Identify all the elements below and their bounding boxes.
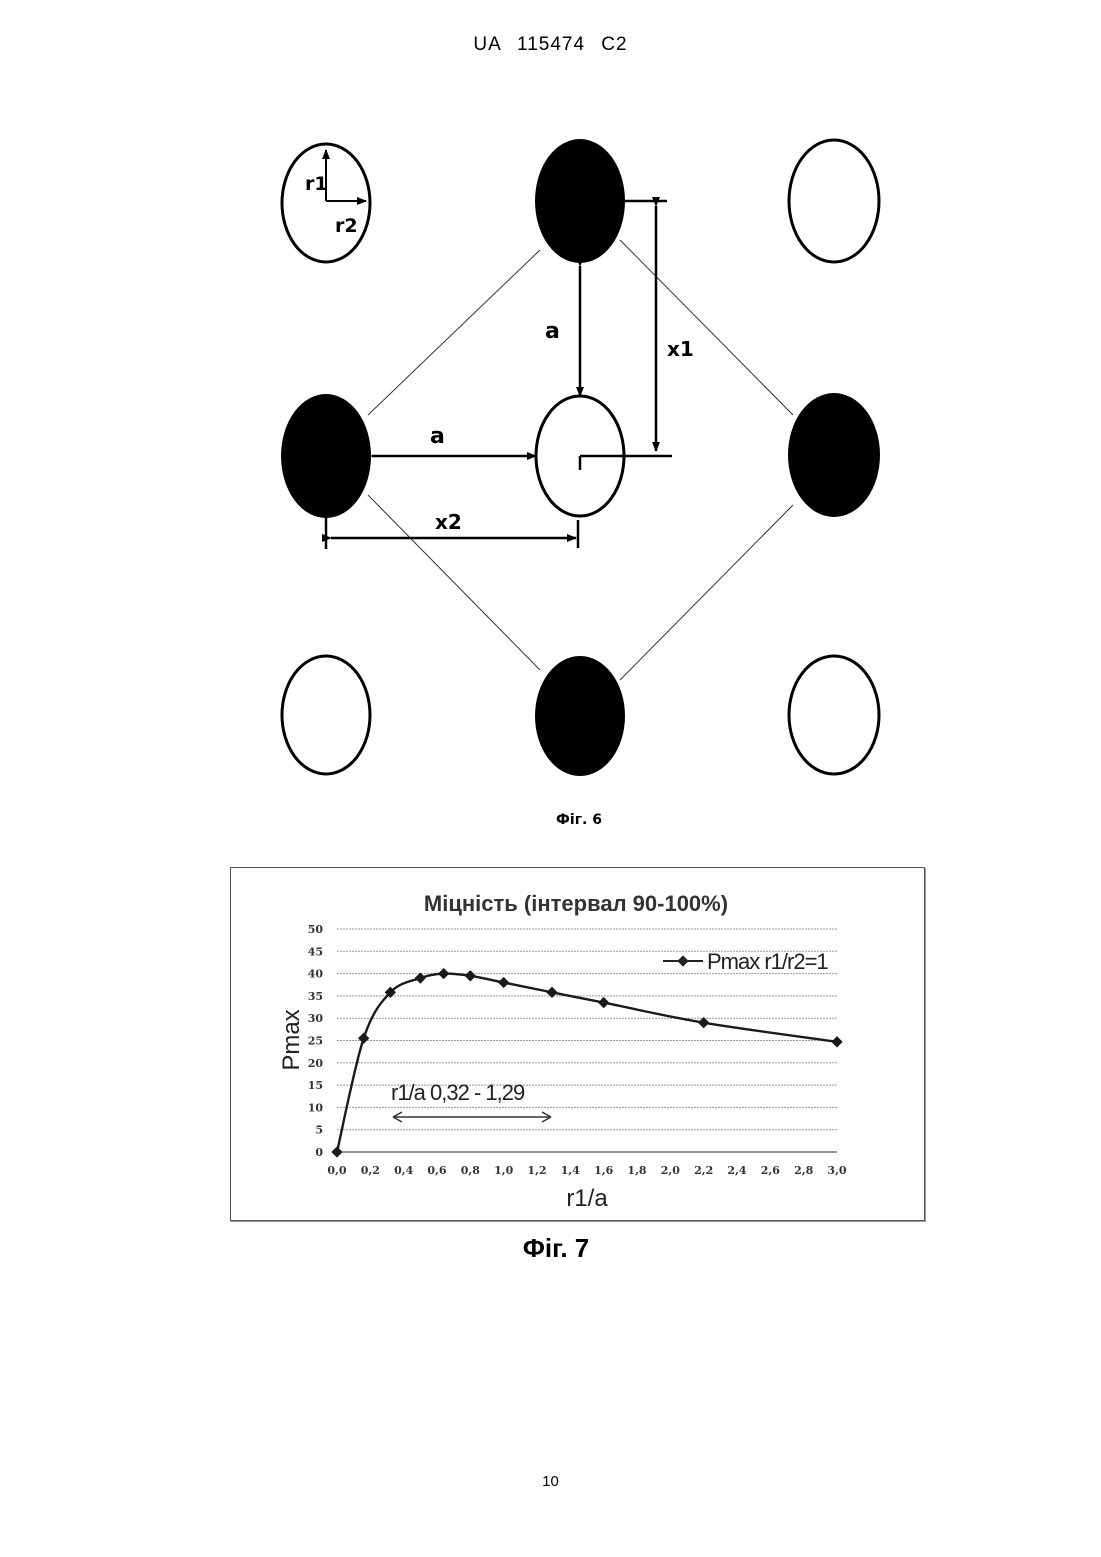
- filled-particle-bottom-center: [535, 656, 625, 776]
- x-tick-label: 1,8: [627, 1164, 646, 1177]
- x-axis-label: r1/a: [566, 1185, 608, 1212]
- y-tick-label: 10: [308, 1101, 324, 1114]
- y-tick-label: 30: [308, 1012, 324, 1025]
- x-tick-label: 0,8: [461, 1164, 480, 1177]
- y-tick-label: 20: [308, 1057, 324, 1070]
- figure-7-chart-frame: Міцність (інтервал 90-100%) 0 5 10 15 20 25 30…: [230, 867, 925, 1221]
- x-tick-label: 2,8: [794, 1164, 813, 1177]
- a-vertical-label: a: [545, 319, 560, 344]
- x-tick-label: 1,6: [594, 1164, 613, 1177]
- range-annotation: r1/a 0,32 - 1,29: [391, 1080, 525, 1105]
- data-point: [698, 1017, 709, 1028]
- y-axis-label: Pmax: [278, 1009, 305, 1070]
- y-tick-label: 25: [308, 1035, 323, 1048]
- data-point: [358, 1033, 369, 1044]
- data-point: [598, 997, 609, 1008]
- y-tick-label: 0: [315, 1146, 323, 1159]
- x-tick-label: 2,0: [661, 1164, 680, 1177]
- y-tick-label: 40: [308, 968, 324, 981]
- chart-title: Міцність (інтервал 90-100%): [424, 891, 728, 916]
- x-tick-label: 1,2: [527, 1164, 546, 1177]
- x-axis-tick-labels: 0,0 0,2 0,4 0,6 0,8 1,0 1,2 1,4 1,6 1,8 2,0 2,2 2,4 2…: [327, 1164, 846, 1177]
- r2-label: r2: [335, 215, 358, 237]
- data-point: [498, 977, 509, 988]
- filled-particle-middle-right: [788, 393, 880, 517]
- figure-6-lattice-diagram: r1 r2 a a x1 x2: [0, 0, 1101, 800]
- figure-6-caption: Фіг. 6: [0, 812, 1101, 828]
- y-tick-label: 50: [308, 923, 324, 936]
- data-point: [438, 968, 449, 979]
- data-point: [415, 972, 426, 983]
- x-tick-label: 0,2: [361, 1164, 380, 1177]
- figure-7-caption: Фіг. 7: [0, 1233, 1101, 1264]
- data-point: [831, 1036, 842, 1047]
- page-number: 10: [0, 1473, 1101, 1490]
- x1-label: x1: [667, 337, 694, 361]
- y-axis-tick-labels: 0 5 10 15 20 25 30 35 40 45 50: [308, 923, 324, 1159]
- x-tick-label: 1,4: [561, 1164, 580, 1177]
- legend-label: Pmax r1/r2=1: [707, 949, 828, 974]
- open-particle-bottom-right: [789, 656, 879, 774]
- x-tick-label: 0,6: [427, 1164, 446, 1177]
- data-point: [331, 1146, 342, 1157]
- x-tick-label: 2,2: [694, 1164, 713, 1177]
- x2-label: x2: [435, 510, 462, 534]
- data-point: [465, 970, 476, 981]
- x-tick-label: 2,4: [727, 1164, 746, 1177]
- y-tick-label: 35: [308, 990, 323, 1003]
- open-particle-top-right: [789, 140, 879, 262]
- x-tick-label: 0,4: [394, 1164, 413, 1177]
- r1-label: r1: [305, 173, 328, 195]
- y-tick-label: 45: [308, 945, 323, 958]
- x-tick-label: 2,6: [761, 1164, 780, 1177]
- filled-particle-middle-left: [281, 394, 371, 518]
- a-horizontal-label: a: [430, 424, 445, 449]
- y-tick-label: 15: [308, 1079, 323, 1092]
- legend: Pmax r1/r2=1: [663, 949, 828, 974]
- filled-particle-top-center: [535, 139, 625, 263]
- open-particle-bottom-left: [282, 656, 370, 774]
- x-tick-label: 0,0: [327, 1164, 346, 1177]
- x-tick-label: 1,0: [494, 1164, 513, 1177]
- legend-point-marker: [677, 955, 688, 966]
- x-tick-label: 3,0: [827, 1164, 846, 1177]
- y-tick-label: 5: [315, 1124, 323, 1137]
- figure-7-line-chart: Міцність (інтервал 90-100%) 0 5 10 15 20 25 30…: [231, 868, 924, 1220]
